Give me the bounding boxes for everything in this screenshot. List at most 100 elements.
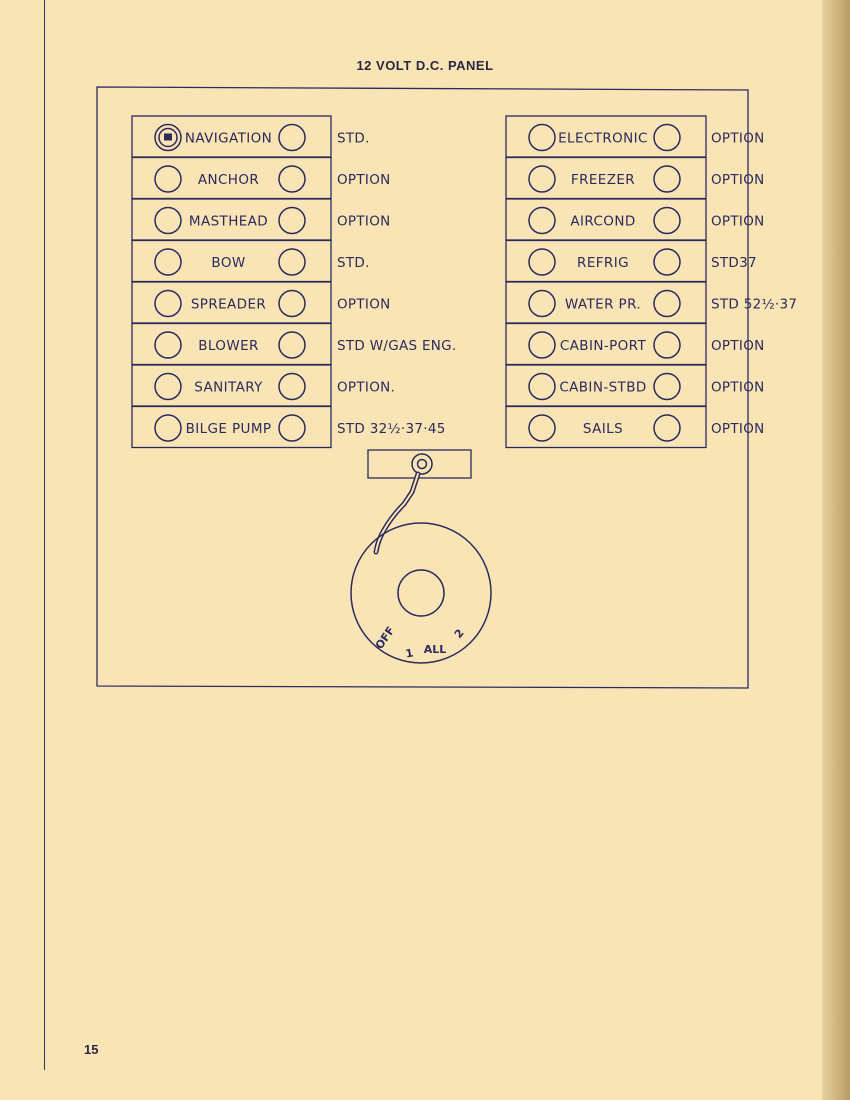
breaker-left[interactable] [154,289,182,318]
breaker-label: MASTHEAD [189,214,268,230]
left-breaker-row: SANITARY OPTION. [131,364,395,407]
breaker-box [505,405,707,449]
page-title: 12 VOLT D.C. PANEL [356,58,494,73]
page-binding-edge [822,0,850,1100]
breaker-note: STD37 [711,255,757,271]
selector-position-label: 2 [452,627,467,641]
breaker-right[interactable] [653,414,681,442]
breaker-right[interactable] [278,331,306,359]
breaker-right[interactable] [653,248,681,276]
breaker-label: SAILS [583,421,623,437]
right-breaker-row: CABIN-PORT OPTION [505,322,765,366]
breaker-note: OPTION [337,214,391,230]
left-breaker-row: NAVIGATION STD. [131,115,370,158]
breaker-left[interactable] [528,289,556,318]
breaker-note: OPTION. [337,380,395,396]
page-number: 15 [84,1042,99,1057]
breaker-label: SANITARY [194,380,263,396]
terminal-lug-inner [416,458,428,470]
left-margin-rule [44,0,45,1070]
breaker-right[interactable] [278,248,306,276]
right-breaker-row: ELECTRONIC OPTION [505,115,765,158]
terminal-block [367,449,472,479]
right-breaker-row: SAILS OPTION [505,405,765,449]
breaker-on-mark [164,133,172,141]
breaker-left[interactable] [528,414,556,442]
breaker-left[interactable] [528,372,556,401]
breaker-right[interactable] [653,289,681,318]
right-breaker-row: WATER PR. STD 52½·37 [505,281,797,324]
breaker-label: BILGE PUMP [186,421,272,437]
panel-outline [96,86,749,689]
breaker-note: OPTION [711,338,765,354]
breaker-label: CABIN-STBD [559,380,646,396]
breaker-left[interactable] [528,331,556,359]
breaker-right[interactable] [278,206,306,235]
selector-position-label: OFF [373,624,398,651]
left-breaker-row: BOW STD. [131,239,370,283]
breaker-left[interactable] [528,248,556,276]
breaker-label: AIRCOND [570,214,635,230]
breaker-note: STD 32½·37·45 [337,421,446,437]
breaker-left[interactable] [154,248,182,276]
left-breaker-row: BILGE PUMP STD 32½·37·45 [131,405,446,449]
breaker-label: CABIN-PORT [560,338,647,354]
breaker-left[interactable] [154,372,182,401]
breaker-label: ANCHOR [198,172,259,188]
right-breaker-row: CABIN-STBD OPTION [505,364,765,407]
terminal-lug-outer [411,453,433,475]
breaker-note: OPTION [711,421,765,437]
breaker-label: BOW [211,255,245,271]
right-breaker-row: FREEZER OPTION [505,156,765,200]
breaker-note: OPTION [337,172,391,188]
battery-selector-switch[interactable] [350,522,492,664]
breaker-right[interactable] [653,331,681,359]
right-breaker-row: AIRCOND OPTION [505,198,765,241]
right-breaker-column: ELECTRONIC OPTION FREEZER OPTION AIRCOND OPTI… [505,115,797,449]
breaker-note: OPTION [711,131,765,147]
breaker-label: BLOWER [198,338,259,354]
left-breaker-row: ANCHOR OPTION [131,156,391,200]
breaker-left[interactable] [528,206,556,235]
breaker-label: ELECTRONIC [558,131,648,147]
breaker-right[interactable] [653,165,681,193]
breaker-right[interactable] [278,372,306,401]
breaker-note: STD. [337,255,370,271]
selector-position-label: ALL [424,643,447,656]
breaker-note: OPTION [711,214,765,230]
breaker-label: NAVIGATION [185,131,272,147]
breaker-left[interactable] [154,123,182,152]
breaker-right[interactable] [653,206,681,235]
breaker-left[interactable] [154,206,182,235]
breaker-left[interactable] [154,165,182,193]
breaker-note: OPTION [711,172,765,188]
breaker-note: STD. [337,131,370,147]
breaker-note: STD W/GAS ENG. [337,338,457,354]
left-breaker-row: BLOWER STD W/GAS ENG. [131,322,457,366]
breaker-right[interactable] [278,289,306,318]
breaker-box [131,405,332,449]
left-breaker-column: NAVIGATION STD. ANCHOR OPTION MASTHEAD OPTION… [131,115,457,449]
breaker-right[interactable] [278,165,306,193]
selector-knob[interactable] [397,569,445,617]
breaker-right[interactable] [278,414,306,442]
left-breaker-row: MASTHEAD OPTION [131,198,391,241]
breaker-left[interactable] [154,331,182,359]
breaker-note: OPTION [711,380,765,396]
breaker-left[interactable] [528,123,556,152]
breaker-left[interactable] [154,414,182,442]
breaker-right[interactable] [278,123,306,152]
breaker-label: WATER PR. [565,297,641,313]
breaker-note: STD 52½·37 [711,297,797,313]
selector-position-label: 1 [404,646,414,660]
breaker-note: OPTION [337,297,391,313]
breaker-on-indicator [158,127,178,148]
breaker-label: FREEZER [571,172,635,188]
breaker-right[interactable] [653,123,681,152]
breaker-right[interactable] [653,372,681,401]
breaker-left[interactable] [528,165,556,193]
